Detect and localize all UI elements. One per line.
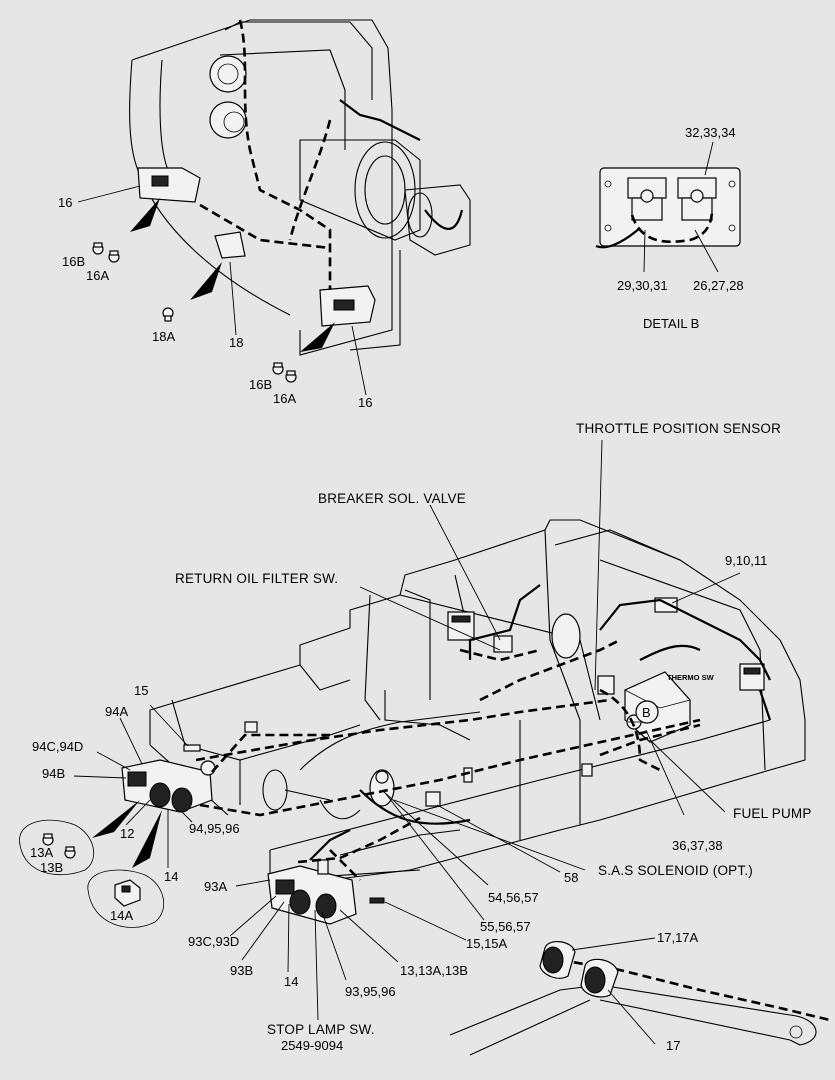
connector-top-icon xyxy=(244,721,258,733)
label-return-oil-filter-sw: RETURN OIL FILTER SW. xyxy=(175,571,338,586)
label-9-10-11: 9,10,11 xyxy=(725,553,767,568)
sensor-58-icon xyxy=(425,791,441,807)
bulb-16b-lower-icon xyxy=(272,362,284,375)
label-54-56-57: 54,56,57 xyxy=(488,890,539,905)
label-16-upper: 16 xyxy=(58,195,72,210)
label-15: 15 xyxy=(134,683,148,698)
label-16a-upper: 16A xyxy=(86,268,109,283)
label-16b-lower: 16B xyxy=(249,377,272,392)
switch-15-icon xyxy=(183,744,201,752)
label-93-95-96: 93,95,96 xyxy=(345,984,396,999)
fuse-15-15a-icon xyxy=(369,897,385,904)
label-18: 18 xyxy=(229,335,243,350)
label-94c-94d: 94C,94D xyxy=(32,739,83,754)
bulb-13b-icon xyxy=(64,846,76,859)
thermo-sw-icon xyxy=(654,597,678,613)
connector-14a-icon xyxy=(114,879,141,907)
label-18a: 18A xyxy=(152,329,175,344)
label-94b: 94B xyxy=(42,766,65,781)
bulb-16b-upper-icon xyxy=(92,242,104,255)
battery-box-icon xyxy=(624,671,691,743)
bulb-13a-icon xyxy=(42,833,54,846)
bulb-16a-upper-icon xyxy=(108,250,120,263)
label-16-lower: 16 xyxy=(358,395,372,410)
part-36-icon xyxy=(581,763,593,777)
label-breaker-sol-valve: BREAKER SOL. VALVE xyxy=(318,491,466,506)
switch-panel-94-icon xyxy=(121,759,216,813)
bulb-18a-icon xyxy=(162,307,174,322)
label-throttle-position-sensor: THROTTLE POSITION SENSOR xyxy=(576,421,781,436)
circle-b-icon xyxy=(635,700,659,724)
label-13-13a-13b: 13,13A,13B xyxy=(400,963,468,978)
label-13b: 13B xyxy=(40,860,63,875)
filter-canister-icon xyxy=(551,613,581,659)
return-oil-filter-sw-icon xyxy=(447,611,475,641)
label-12: 12 xyxy=(120,826,134,841)
arrow-to-16a-upper-icon xyxy=(130,198,160,232)
detail-b: 32,33,34 29,30,31 26,27,28 DETAIL B xyxy=(595,125,744,331)
work-lamp-upper-icon xyxy=(539,941,576,979)
label-14a: 14A xyxy=(110,908,133,923)
top-console-view: 16 16B 16A 18A 18 16B 16A 16 xyxy=(58,19,471,410)
relay-left-icon xyxy=(627,177,667,221)
arrow-to-16a-lower-icon xyxy=(300,322,335,352)
main-body-view: THROTTLE POSITION SENSOR BREAKER SOL. VA… xyxy=(19,421,831,1056)
label-16a-lower: 16A xyxy=(273,391,296,406)
label-thermo-sw: THERMO SW xyxy=(667,673,715,682)
arrow-to-13-icon xyxy=(92,800,140,838)
gauge-lower-icon xyxy=(209,101,247,139)
label-sas-solenoid: S.A.S SOLENOID (OPT.) xyxy=(598,863,753,878)
switch-panel-lower-face-icon xyxy=(333,299,355,311)
label-94a: 94A xyxy=(105,704,128,719)
bulb-balloon-13 xyxy=(19,819,94,876)
relay-right-icon xyxy=(677,177,717,221)
label-93a: 93A xyxy=(204,879,227,894)
label-circle-b: B xyxy=(642,705,651,720)
label-26-27-28: 26,27,28 xyxy=(693,278,744,293)
label-fuel-pump: FUEL PUMP xyxy=(733,806,812,821)
switch-panel-93-icon xyxy=(267,859,357,925)
detail-b-bracket-icon xyxy=(599,167,741,247)
switch-panel-upper-icon xyxy=(137,167,201,203)
label-14-upper: 14 xyxy=(164,869,178,884)
label-94-95-96: 94,95,96 xyxy=(189,821,240,836)
switch-panel-upper-face-icon xyxy=(151,175,169,187)
label-14-lower: 14 xyxy=(284,974,298,989)
detail-b-title: DETAIL B xyxy=(643,316,699,331)
label-13a: 13A xyxy=(30,845,53,860)
arrow-to-14a-icon xyxy=(132,810,162,868)
arrow-to-18-icon xyxy=(190,262,222,300)
label-93c-93d: 93C,93D xyxy=(188,934,239,949)
label-36-37-38: 36,37,38 xyxy=(672,838,723,853)
relay-18-icon xyxy=(214,231,246,259)
sas-solenoid-icon xyxy=(369,769,395,807)
label-55-56-57: 55,56,57 xyxy=(480,919,531,934)
label-29-30-31: 29,30,31 xyxy=(617,278,668,293)
label-17: 17 xyxy=(666,1038,680,1053)
label-15-15a: 15,15A xyxy=(466,936,508,951)
breaker-sol-valve-icon xyxy=(493,635,513,653)
label-stop-lamp-sw: STOP LAMP SW. xyxy=(267,1022,375,1037)
label-93b: 93B xyxy=(230,963,253,978)
label-58: 58 xyxy=(564,870,578,885)
balloon-14a xyxy=(87,869,164,928)
label-17-17a: 17,17A xyxy=(657,930,699,945)
label-32-33-34: 32,33,34 xyxy=(685,125,736,140)
bulb-16a-lower-icon xyxy=(285,370,297,383)
label-stop-lamp-part-no: 2549-9094 xyxy=(281,1038,343,1053)
work-lamp-lower-icon xyxy=(580,958,619,998)
relay-9-10-11-icon xyxy=(739,663,765,691)
label-16b-upper: 16B xyxy=(62,254,85,269)
gauge-upper-icon xyxy=(209,55,247,93)
